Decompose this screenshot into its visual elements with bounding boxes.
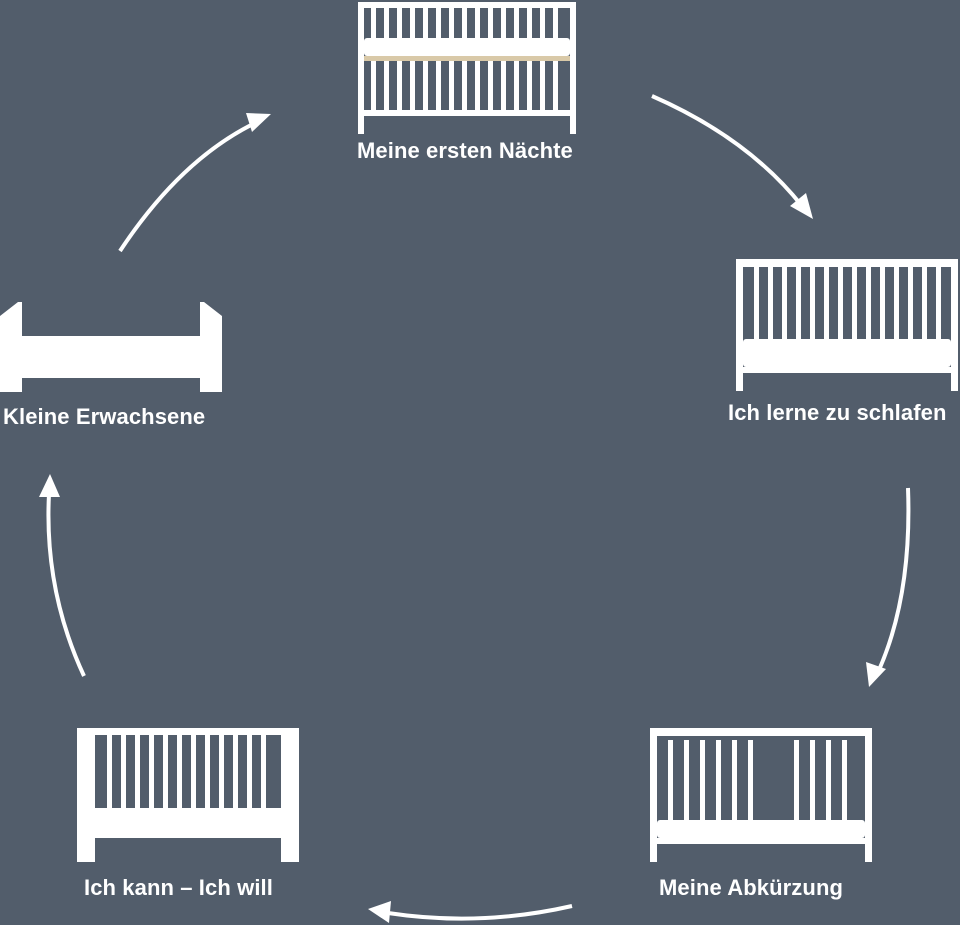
crib-open-side-icon [650, 728, 872, 862]
stage-3-image [648, 726, 874, 864]
crib-one-side-removed-icon [77, 728, 299, 862]
arrow-stage4-to-stage5 [46, 493, 86, 677]
stage-5-label: Kleine Erwachsene [3, 404, 206, 429]
crib-low-mattress-icon [736, 259, 958, 391]
crib-high-mattress-icon [358, 2, 576, 134]
arrow-head-2 [866, 662, 886, 687]
arrow-head-4 [39, 474, 60, 497]
stage-2-label: Ich lerne zu schlafen [728, 400, 947, 425]
arrow-head-3 [368, 901, 391, 923]
arrow-head-5 [246, 113, 271, 132]
arrow-stage2-to-stage3 [877, 487, 911, 671]
stage-1-image [355, 0, 579, 136]
arrow-stage1-to-stage2 [651, 94, 804, 208]
arrow-stage5-to-stage1 [118, 121, 256, 253]
stage-4-label: Ich kann – Ich will [84, 875, 273, 900]
stage-5-image [0, 300, 224, 394]
arrow-stage3-to-stage4 [387, 904, 573, 921]
stage-4-image [75, 726, 301, 864]
arrow-head-1 [790, 193, 813, 219]
stage-2-image [734, 257, 960, 393]
stage-3-label: Meine Abkürzung [659, 875, 844, 900]
stage-1-label: Meine ersten Nächte [357, 138, 573, 163]
junior-bed-icon [0, 302, 222, 392]
